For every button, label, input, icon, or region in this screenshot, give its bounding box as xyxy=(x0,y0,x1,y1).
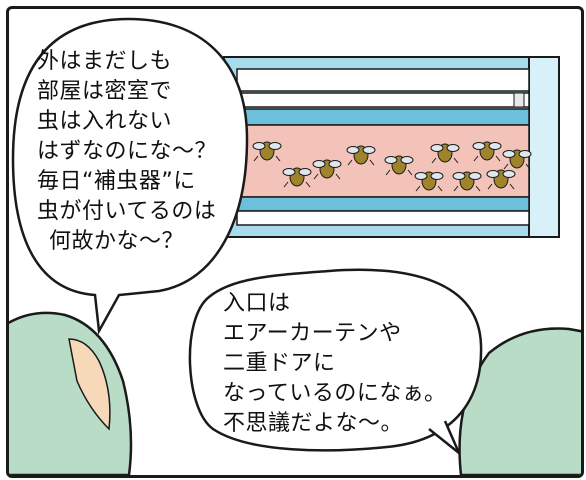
speech-line: 虫が付いてるのは xyxy=(37,199,217,224)
insect-icon xyxy=(252,141,282,162)
trapped-insects xyxy=(252,141,532,192)
character-right xyxy=(458,327,581,475)
speech-line: 何故かな～？ xyxy=(49,229,185,254)
speech-line: 不思議だよな～。 xyxy=(223,411,404,436)
speech-line: 外はまだしも xyxy=(37,49,173,74)
insect-icon xyxy=(452,171,482,192)
insect-icon xyxy=(430,143,460,164)
speech-bubble-left xyxy=(11,17,249,336)
speech-line: 二重ドアに xyxy=(223,351,336,376)
insect-icon xyxy=(384,155,414,176)
insect-icon xyxy=(486,169,516,190)
speech-line: エアーカーテンや xyxy=(223,321,402,346)
comic-panel: 外はまだしも 部屋は密室で 虫は入れない はずなのにな～？ 毎日“補虫器”に 虫… xyxy=(6,6,584,478)
speech-line: 虫は入れない xyxy=(37,109,173,134)
insect-icon xyxy=(312,159,342,180)
insect-icon xyxy=(472,141,502,162)
speech-line: 部屋は密室で xyxy=(37,79,173,104)
speech-text-right: 入口は エアーカーテンや 二重ドアに なっているのになぁ。 不思議だよな～。 xyxy=(223,289,446,439)
comic-scene xyxy=(9,17,581,475)
character-left xyxy=(9,311,133,475)
insect-icon xyxy=(282,167,312,188)
speech-line: 入口は xyxy=(223,291,291,316)
speech-line: はずなのにな～？ xyxy=(37,139,218,164)
speech-line: 毎日“補虫器”に xyxy=(37,169,196,194)
insect-trap xyxy=(223,56,560,238)
speech-line: なっているのになぁ。 xyxy=(223,381,447,406)
speech-text-left: 外はまだしも 部屋は密室で 虫は入れない はずなのにな～？ 毎日“補虫器”に 虫… xyxy=(37,47,217,257)
insect-icon xyxy=(414,171,444,192)
speech-bubble-right xyxy=(188,268,483,452)
insect-icon xyxy=(346,145,376,166)
insect-icon xyxy=(502,149,532,170)
speech-bubble-right-tail xyxy=(428,420,461,455)
